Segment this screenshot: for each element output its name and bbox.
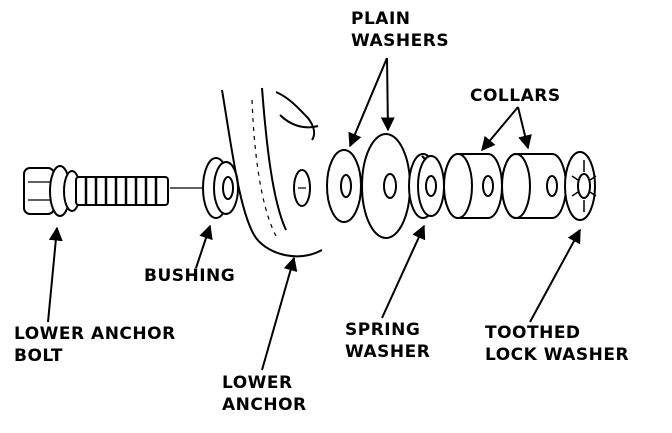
arrow-collar-2 (517, 106, 532, 150)
collar-2-part (501, 153, 567, 219)
label-toothed-lock-washer: TOOTHED LOCK WASHER (485, 322, 629, 366)
label-toothed-lock-washer-line2: LOCK WASHER (485, 345, 630, 365)
plain-washer-2-part (361, 133, 411, 239)
spring-washer-part (408, 153, 445, 219)
collar-1-part (443, 153, 503, 219)
label-spring-washer-line1: SPRING (345, 320, 421, 340)
label-lower-anchor: LOWER ANCHOR (222, 372, 307, 416)
arrow-toothed-lock-washer (529, 228, 581, 323)
label-plain-washers-line2: WASHERS (351, 31, 450, 51)
label-spring-washer: SPRING WASHER (345, 319, 430, 363)
lower-anchor-bolt-part (23, 165, 169, 217)
arrow-plain-washer-2 (380, 57, 395, 132)
label-lower-anchor-line2: ANCHOR (222, 395, 307, 415)
arrow-plain-washer-1 (348, 57, 388, 148)
toothed-lock-washer-part (564, 151, 597, 221)
label-toothed-lock-washer-line1: TOOTHED (485, 323, 581, 343)
label-plain-washers: PLAIN WASHERS (351, 8, 449, 52)
label-collars: COLLARS (470, 86, 561, 106)
lower-anchor-part (221, 87, 323, 258)
bushing-part (202, 157, 239, 219)
label-lower-anchor-line1: LOWER (222, 373, 293, 393)
arrow-bushing (195, 224, 213, 269)
label-lower-anchor-bolt: LOWER ANCHOR BOLT (14, 323, 176, 367)
arrow-lower-anchor-bolt (47, 226, 63, 323)
leader-arrows (47, 57, 581, 371)
label-lower-anchor-bolt-line1: LOWER ANCHOR (14, 324, 176, 344)
arrow-lower-anchor (261, 256, 298, 371)
plain-washer-1-part (326, 149, 362, 223)
label-lower-anchor-bolt-line2: BOLT (14, 346, 64, 366)
label-bushing: BUSHING (144, 266, 236, 286)
arrow-spring-washer (381, 224, 426, 319)
label-plain-washers-line1: PLAIN (351, 9, 411, 29)
arrow-collar-1 (481, 106, 519, 152)
label-spring-washer-line2: WASHER (345, 342, 431, 362)
